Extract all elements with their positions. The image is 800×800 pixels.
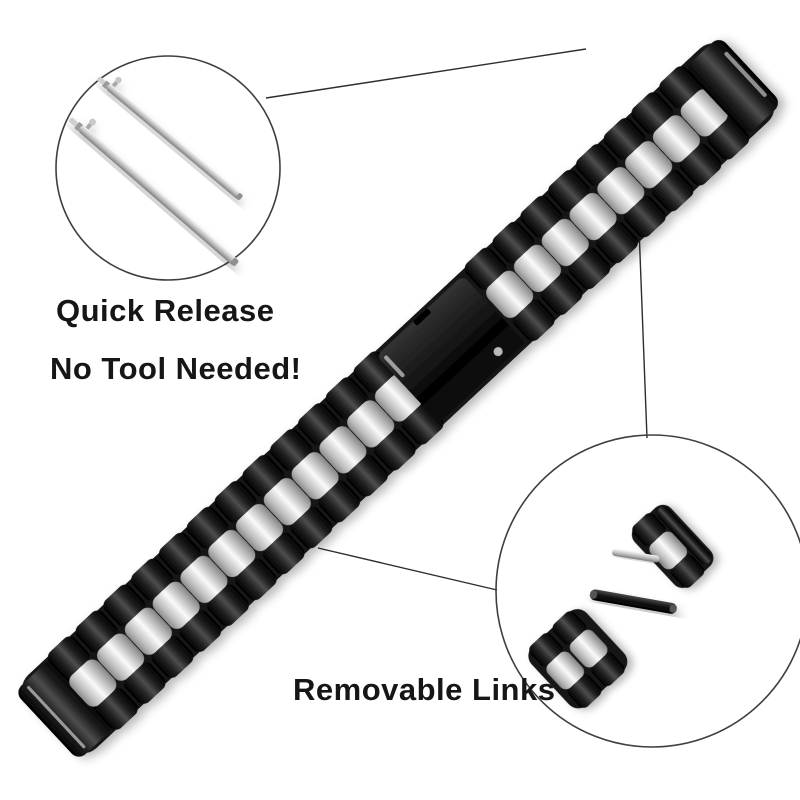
clasp-stud — [493, 347, 503, 357]
removable-links-label: Removable Links — [293, 672, 556, 707]
spring-bar-pin-1-icon — [97, 76, 243, 200]
leader-line-band-to-inset — [638, 227, 648, 439]
spring-bar-pin-2-icon — [68, 117, 239, 267]
band-clasp — [379, 278, 524, 422]
inset-link-pin-black-icon — [589, 589, 677, 614]
inset-link-piece-right — [629, 504, 714, 591]
inset-link-piece-left — [526, 608, 628, 711]
quick-release-title: Quick Release — [56, 293, 275, 328]
band-end-link-top — [688, 40, 778, 132]
leader-line-quick-release — [265, 48, 587, 99]
quick-release-subtitle: No Tool Needed! — [50, 351, 302, 386]
quick-release-inset-circle — [55, 55, 281, 281]
inset-link-pin-silver-icon — [611, 549, 660, 563]
removable-links-inset-circle — [495, 434, 800, 748]
watch-band — [18, 40, 778, 757]
leader-line-removable-links — [317, 547, 498, 591]
band-end-link-bottom — [18, 662, 111, 757]
